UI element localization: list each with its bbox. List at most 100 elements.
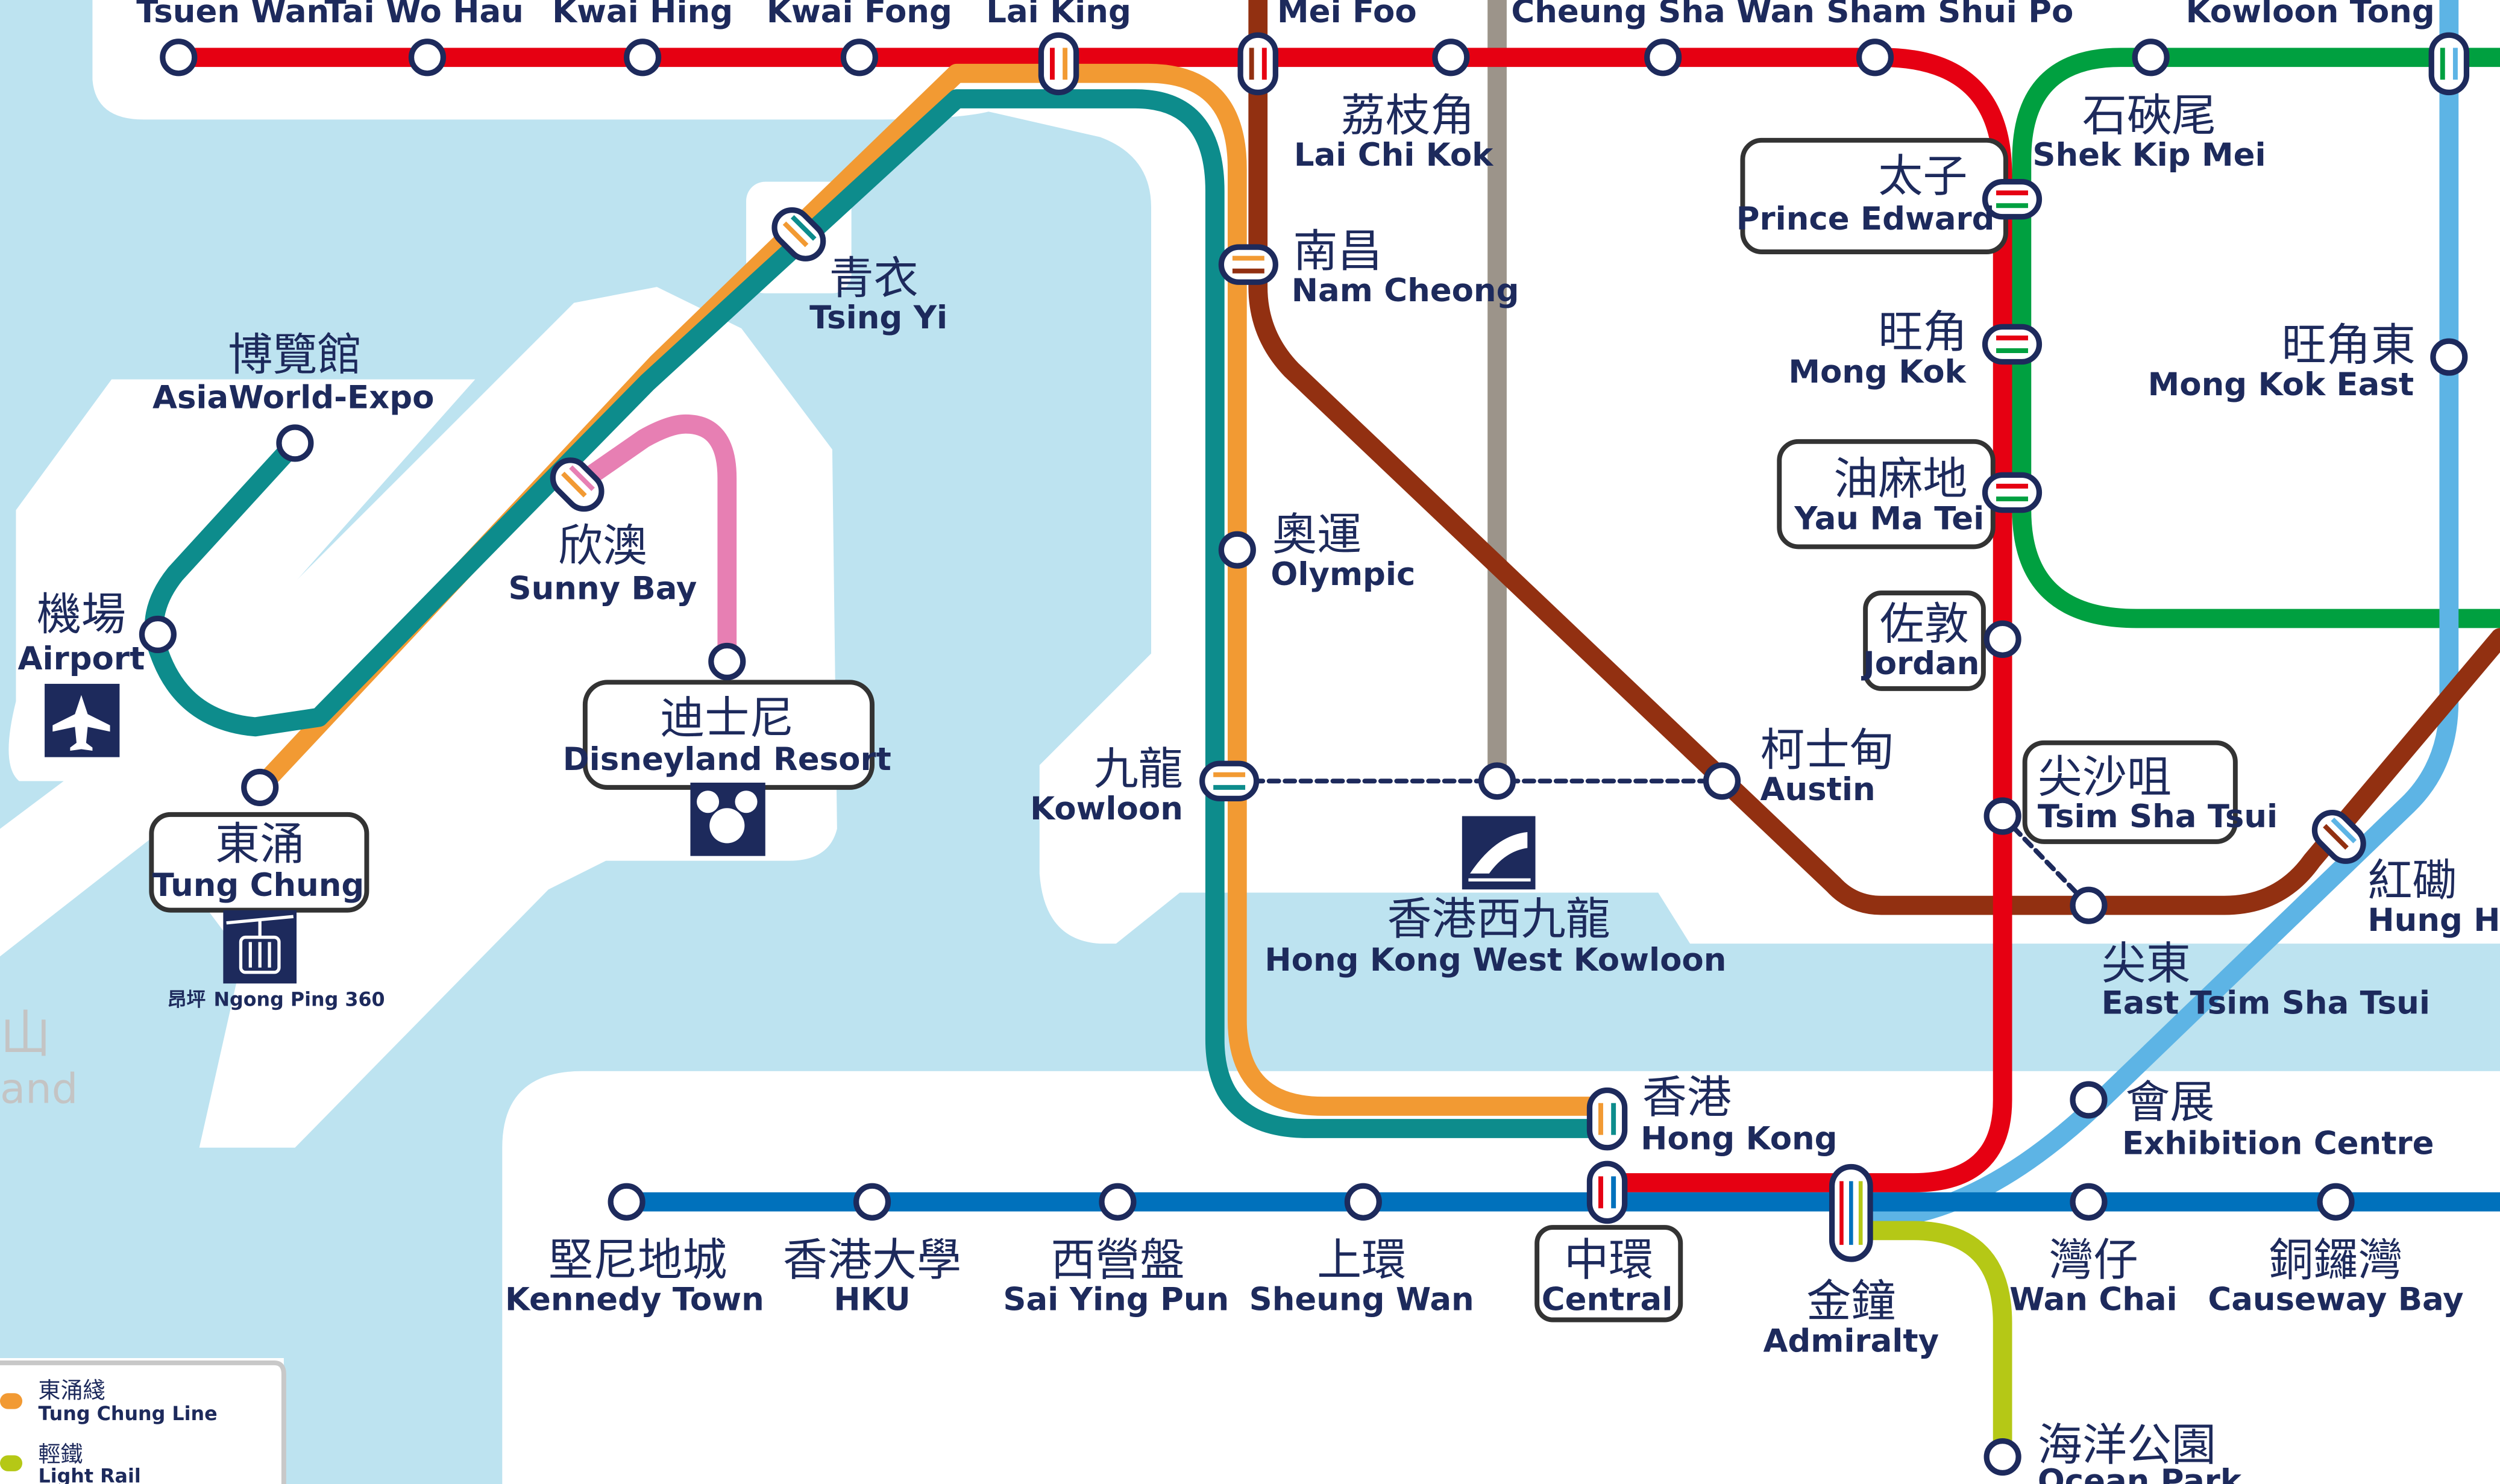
label-mong-kok-en: Mong Kok — [1788, 354, 1967, 390]
station-causeway-bay[interactable] — [2317, 1183, 2355, 1221]
station-tsuen-wan[interactable] — [160, 39, 198, 77]
label-lai-chi-kok-zh: 荔枝角 — [1341, 90, 1475, 142]
station-tsim-sha-tsui[interactable] — [1983, 797, 2021, 835]
station-shek-kip-mei[interactable] — [2132, 39, 2170, 77]
label-hong-kong-west-kowloon-en: Hong Kong West Kowloon — [1264, 942, 1726, 978]
interchange-yau-ma-tei[interactable] — [1982, 472, 2043, 513]
label-airport-en: Airport — [18, 640, 145, 677]
station-jordan[interactable] — [1983, 620, 2021, 658]
tst-connector — [2000, 813, 2091, 908]
stations — [139, 39, 2468, 1476]
label-kennedy-town-zh: 堅尼地城 — [548, 1234, 727, 1286]
station-mong-kok-east[interactable] — [2430, 338, 2468, 376]
interchange-prince-edward[interactable] — [1982, 178, 2043, 220]
legend-swatch-tung-chung — [0, 1393, 23, 1409]
station-sai-ying-pun[interactable] — [1099, 1183, 1137, 1221]
label-olympic-en: Olympic — [1270, 556, 1415, 593]
label-admiralty-en: Admiralty — [1763, 1323, 1939, 1359]
interchange-hung-hom[interactable] — [2307, 806, 2370, 869]
legend-border — [0, 1360, 286, 1484]
tuen-ma-line — [1248, 0, 2500, 915]
station-austin[interactable] — [1703, 762, 1741, 800]
station-ocean-park[interactable] — [1983, 1438, 2021, 1476]
interchange-mong-kok[interactable] — [1982, 324, 2043, 365]
label-east-tsim-sha-tsui-zh: 尖東 — [2102, 938, 2191, 989]
label-yau-ma-tei-en: Yau Ma Tei — [1794, 500, 1984, 537]
station-asiaworld-expo[interactable] — [276, 424, 314, 462]
label-hku-zh: 香港大學 — [783, 1234, 961, 1286]
central-box — [1534, 1225, 1683, 1323]
labels: Tsuen Wan Tai Wo Hau Kwai Hing Kwai Fong… — [18, 0, 2500, 1484]
tsim-sha-tsui-box — [2022, 740, 2238, 844]
station-hong-kong-west-kowloon[interactable] — [1478, 762, 1516, 800]
interchange-sunny-bay[interactable] — [545, 453, 609, 516]
label-sunny-bay-zh: 欣澳 — [558, 520, 647, 572]
interchange-kowloon-tong[interactable] — [2428, 32, 2470, 96]
label-disneyland-resort-zh: 迪士尼 — [660, 692, 794, 744]
label-austin-en: Austin — [1760, 771, 1876, 808]
station-olympic[interactable] — [1218, 531, 1256, 569]
label-sheung-wan-zh: 上環 — [1317, 1234, 1406, 1286]
station-hku[interactable] — [853, 1183, 891, 1221]
station-disneyland-resort[interactable] — [708, 642, 746, 680]
label-central-en: Central — [1542, 1282, 1673, 1318]
island-label-zh: 山 — [0, 1004, 51, 1064]
label-ocean-park-zh: 海洋公園 — [2038, 1419, 2216, 1471]
interchange-tsing-yi[interactable] — [767, 203, 831, 266]
label-airport-zh: 機場 — [37, 589, 126, 640]
station-boxes — [149, 137, 2238, 1323]
label-sai-ying-pun-en: Sai Ying Pun — [1003, 1282, 1229, 1318]
label-tung-chung-zh: 東涌 — [215, 818, 304, 870]
label-prince-edward-en: Prince Edward — [1736, 201, 1995, 237]
station-tai-wo-hau[interactable] — [408, 39, 447, 77]
label-tung-chung-en: Tung Chung — [152, 867, 364, 904]
station-east-tsim-sha-tsui[interactable] — [2070, 886, 2108, 924]
label-kowloon-zh: 九龍 — [1094, 744, 1183, 795]
station-tung-chung[interactable] — [241, 768, 279, 806]
label-kennedy-town-en: Kennedy Town — [505, 1282, 764, 1318]
island-label-en: and — [0, 1065, 78, 1113]
station-kennedy-town[interactable] — [608, 1183, 645, 1221]
legend-light-rail-zh: 輕鐵 — [38, 1441, 83, 1467]
label-kowloon-tong: Kowloon Tong — [2186, 0, 2435, 30]
label-central-zh: 中環 — [1564, 1234, 1653, 1286]
label-lai-chi-kok-en: Lai Chi Kok — [1294, 137, 1494, 174]
label-austin-zh: 柯士甸 — [1760, 724, 1894, 776]
label-kwai-fong: Kwai Fong — [767, 0, 952, 30]
label-ocean-park-en: Ocean Park — [2038, 1463, 2243, 1484]
interchanges — [545, 32, 2470, 1262]
interchange-nam-cheong[interactable] — [1218, 244, 1278, 285]
label-mei-foo: Mei Foo — [1277, 0, 1417, 30]
label-mong-kok-east-zh: 旺角東 — [2282, 319, 2416, 371]
interchange-admiralty[interactable] — [1829, 1163, 1873, 1262]
interchange-kowloon[interactable] — [1199, 760, 1260, 802]
interchange-lai-king[interactable] — [1038, 32, 1079, 96]
station-lai-chi-kok[interactable] — [1432, 39, 1470, 77]
label-exhibition-centre-en: Exhibition Centre — [2122, 1125, 2434, 1162]
interchange-mei-foo[interactable] — [1237, 32, 1278, 96]
label-sunny-bay-en: Sunny Bay — [509, 571, 697, 607]
label-hung-hom-zh: 紅磡 — [2367, 855, 2457, 907]
label-yau-ma-tei-zh: 油麻地 — [1833, 453, 1967, 505]
label-kwai-hing: Kwai Hing — [552, 0, 733, 30]
label-admiralty-zh: 金鐘 — [1806, 1276, 1895, 1327]
station-airport[interactable] — [139, 615, 177, 654]
label-ngong-ping-en: Ngong Ping 360 — [213, 989, 385, 1010]
station-cheung-sha-wan[interactable] — [1644, 39, 1682, 77]
jordan-box — [1863, 590, 1986, 691]
label-sheung-wan-en: Sheung Wan — [1249, 1282, 1474, 1318]
label-ngong-ping-zh: 昂坪 — [168, 989, 206, 1010]
label-tsim-sha-tsui-en: Tsim Sha Tsui — [2038, 798, 2278, 835]
station-exhibition-centre[interactable] — [2070, 1081, 2108, 1119]
station-kwai-fong[interactable] — [840, 39, 878, 77]
interchange-central[interactable] — [1586, 1160, 1628, 1224]
interchange-hong-kong[interactable] — [1586, 1087, 1628, 1151]
station-kwai-hing[interactable] — [624, 39, 662, 77]
label-disneyland-resort-en: Disneyland Resort — [563, 741, 891, 778]
station-sheung-wan[interactable] — [1344, 1183, 1382, 1221]
label-east-tsim-sha-tsui-en: East Tsim Sha Tsui — [2102, 985, 2430, 1022]
label-tsim-sha-tsui-zh: 尖沙咀 — [2038, 751, 2172, 803]
station-wan-chai[interactable] — [2070, 1183, 2108, 1221]
station-sham-shui-po[interactable] — [1856, 39, 1894, 77]
